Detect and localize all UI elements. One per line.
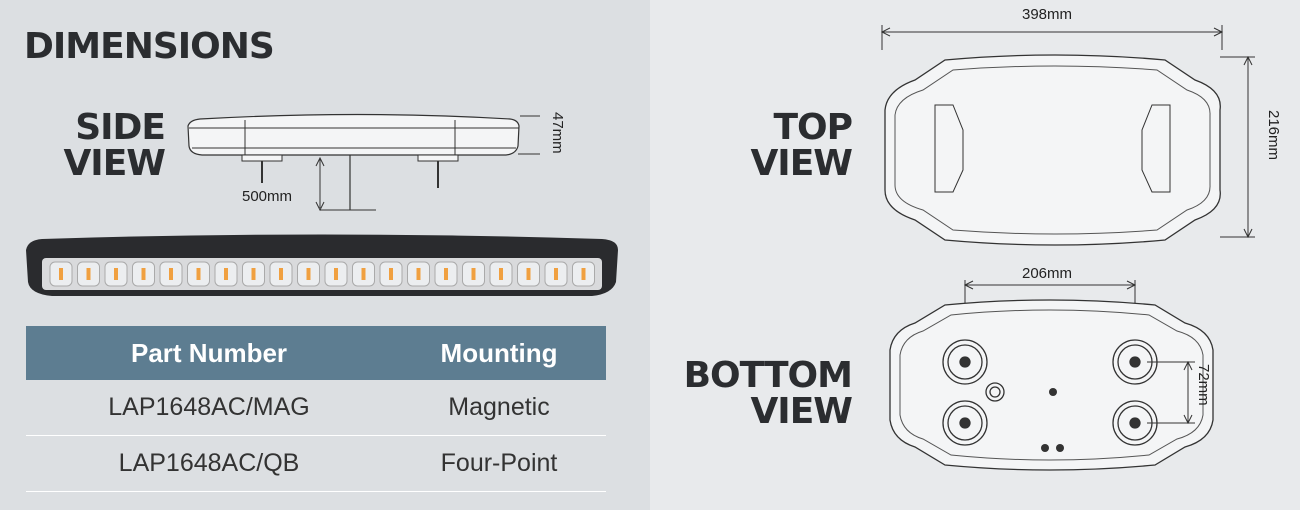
amber-led — [526, 268, 531, 280]
bottom-view-label-line1: BOTTOM — [683, 355, 853, 396]
side-height-dim: 47mm — [549, 112, 566, 154]
left-panel: DIMENSIONS SIDE VIEW 500mm 47mm — [0, 0, 650, 510]
mounting-cell: Four-Point — [392, 435, 606, 492]
part-number-cell: LAP1648AC/QB — [26, 435, 393, 492]
amber-led — [444, 268, 448, 280]
amber-led — [499, 268, 503, 280]
bottom-view-label-line2: VIEW — [750, 391, 853, 432]
side-view-drawing — [187, 113, 540, 212]
amber-led — [581, 268, 586, 280]
bottom-spacing-dim: 206mm — [1022, 265, 1073, 282]
side-view-label-line1: SIDE — [75, 107, 166, 148]
top-width-dim: 398mm — [1022, 6, 1073, 23]
side-view-label: SIDE VIEW — [60, 107, 166, 184]
amber-led — [86, 268, 91, 280]
amber-led — [554, 268, 558, 280]
header-part-number: Part Number — [26, 326, 393, 380]
amber-led — [389, 268, 393, 280]
amber-led — [279, 268, 283, 280]
amber-led — [306, 268, 311, 280]
amber-led — [361, 268, 366, 280]
amber-led — [196, 268, 201, 280]
amber-led — [416, 268, 421, 280]
top-depth-dim: 216mm — [1265, 110, 1282, 161]
amber-led — [114, 268, 118, 280]
amber-led — [141, 268, 146, 280]
top-view-label: TOP VIEW — [740, 107, 853, 184]
header-mounting: Mounting — [392, 326, 606, 380]
amber-led — [59, 268, 63, 280]
amber-led — [334, 268, 338, 280]
amber-led — [471, 268, 476, 280]
page-title: DIMENSIONS — [24, 26, 275, 67]
bottom-view-label: BOTTOM VIEW — [680, 355, 853, 432]
top-view-label-line1: TOP — [773, 107, 853, 148]
lightbar-photo — [26, 234, 618, 296]
bottom-vertical-dim: 72mm — [1195, 364, 1212, 406]
amber-led — [251, 268, 256, 280]
top-view-label-line2: VIEW — [750, 143, 853, 184]
mounting-cell: Magnetic — [392, 380, 606, 436]
amber-led — [224, 268, 228, 280]
side-cable-length-dim: 500mm — [242, 188, 293, 205]
bottom-view-drawing — [889, 280, 1214, 471]
part-number-cell: LAP1648AC/MAG — [26, 380, 393, 436]
part-number-table: Part Number Mounting LAP1648AC/MAG Magne… — [26, 326, 606, 492]
table-row: LAP1648AC/QB Four-Point — [26, 435, 606, 492]
top-view-drawing — [880, 25, 1255, 246]
side-view-label-line2: VIEW — [63, 143, 166, 184]
table-row: LAP1648AC/MAG Magnetic — [26, 380, 606, 436]
right-panel: TOP VIEW BOTTOM VIEW 398mm 216mm — [650, 0, 1300, 510]
amber-led — [169, 268, 173, 280]
